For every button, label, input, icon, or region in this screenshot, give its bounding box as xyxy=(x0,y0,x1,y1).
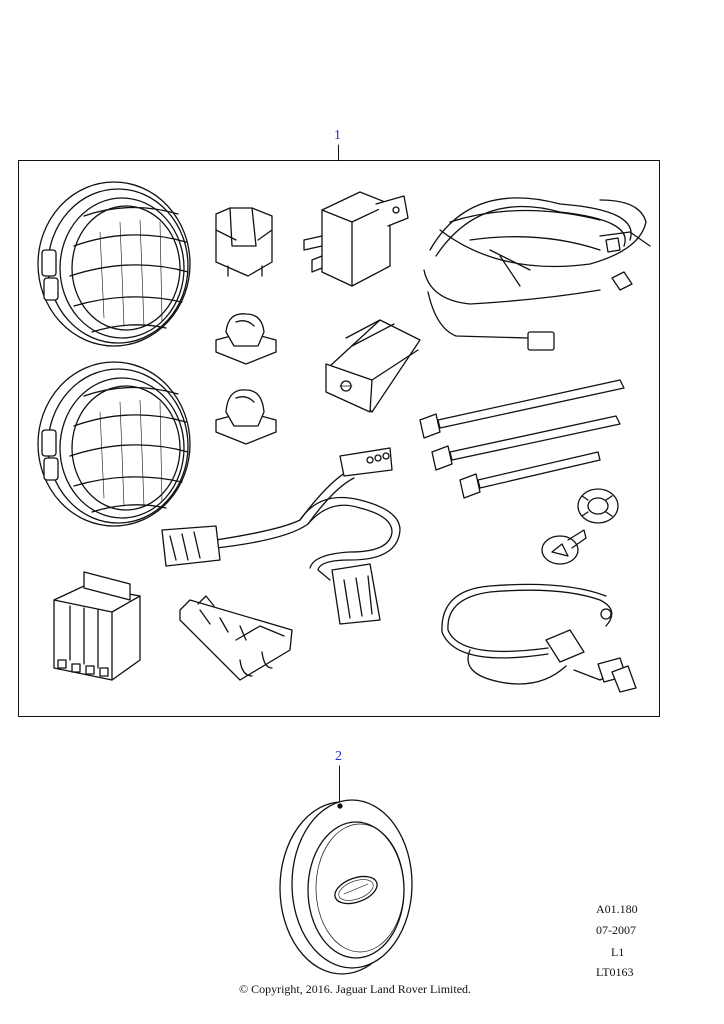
wiring-harness-icon[interactable] xyxy=(423,197,651,351)
reference-level: L1 xyxy=(611,945,625,959)
reference-date: 07-2007 xyxy=(596,923,636,937)
relay-icon[interactable] xyxy=(303,191,409,287)
clip-icon[interactable] xyxy=(215,207,273,277)
kit-frame xyxy=(18,160,660,717)
spare-wheel-cover-icon[interactable] xyxy=(279,799,413,975)
screw-icon[interactable] xyxy=(541,529,587,565)
clip-icon[interactable] xyxy=(215,313,277,365)
wiring-harness-icon[interactable] xyxy=(161,447,401,625)
switch-icon[interactable] xyxy=(325,319,421,413)
callout-2[interactable]: 2 xyxy=(335,749,342,764)
callout-1[interactable]: 1 xyxy=(334,128,341,143)
clip-icon[interactable] xyxy=(215,389,277,445)
driving-lamp-icon[interactable] xyxy=(37,181,191,347)
copyright-notice: © Copyright, 2016. Jaguar Land Rover Lim… xyxy=(238,982,472,996)
connector-icon[interactable] xyxy=(53,571,141,681)
reference-code: A01.180 xyxy=(596,902,638,916)
driving-lamp-icon[interactable] xyxy=(37,361,191,527)
illustration-number: LT0163 xyxy=(596,965,634,979)
cable-tie-icon[interactable] xyxy=(459,451,601,499)
washer-icon[interactable] xyxy=(577,488,619,524)
cable-tie-icon[interactable] xyxy=(419,379,625,439)
wiring-harness-icon[interactable] xyxy=(441,583,637,693)
cable-tie-icon[interactable] xyxy=(431,415,621,471)
connector-icon[interactable] xyxy=(179,595,293,681)
